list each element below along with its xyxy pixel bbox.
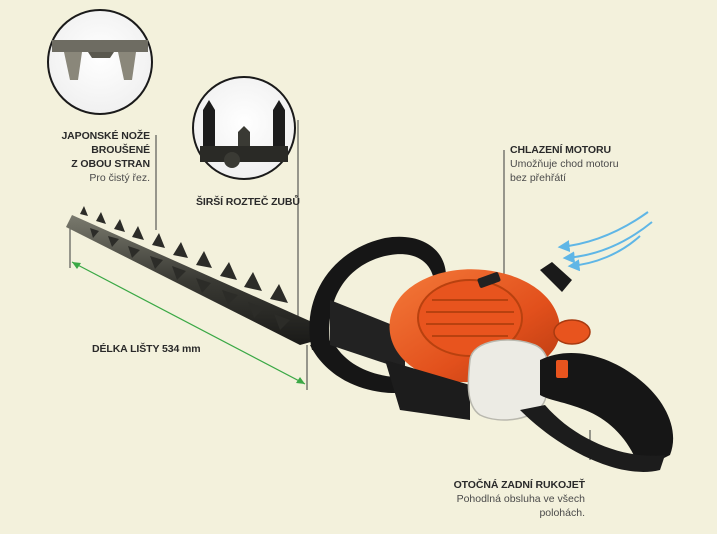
trigger-lockout xyxy=(556,360,568,378)
blade-closeup-icon xyxy=(47,9,153,115)
callout-japanese-blades: JAPONSKÉ NOŽE BROUŠENÉ Z OBOU STRAN Pro … xyxy=(40,129,150,185)
callout-rear-handle-desc-2: polohách. xyxy=(539,507,585,519)
cutting-blade xyxy=(66,206,318,345)
callout-engine-cooling-desc-1: Umožňuje chod motoru xyxy=(510,158,619,170)
callout-engine-cooling-desc-2: bez přehřátí xyxy=(510,172,567,184)
bar-length-measure-line xyxy=(71,261,306,385)
callout-engine-cooling-title: CHLAZENÍ MOTORU xyxy=(510,144,611,156)
callout-bar-length: DÉLKA LIŠTY 534 mm xyxy=(92,342,201,356)
callout-japanese-blades-title-1: JAPONSKÉ NOŽE xyxy=(61,130,150,142)
callout-japanese-blades-desc: Pro čistý řez. xyxy=(89,172,150,184)
rear-handle xyxy=(540,352,674,470)
fuel-tank xyxy=(467,339,551,421)
callout-rear-handle-desc-1: Pohodlná obsluha ve všech xyxy=(456,493,585,505)
callout-engine-cooling: CHLAZENÍ MOTORU Umožňuje chod motoru bez… xyxy=(510,143,619,185)
callout-tooth-spacing-title: ŠIRŠÍ ROZTEČ ZUBŮ xyxy=(196,196,300,208)
tooth-spacing-closeup-icon xyxy=(192,76,296,180)
callout-tooth-spacing: ŠIRŠÍ ROZTEČ ZUBŮ xyxy=(196,195,300,209)
fuel-cap xyxy=(553,319,591,345)
callout-japanese-blades-title-2: BROUŠENÉ xyxy=(91,144,150,156)
measure-arrow-left-icon xyxy=(72,262,81,269)
callout-rear-handle-title: OTOČNÁ ZADNÍ RUKOJEŤ xyxy=(453,479,586,491)
measure-arrow-right-icon xyxy=(296,377,305,384)
callout-bar-length-title: DÉLKA LIŠTY 534 mm xyxy=(92,343,201,355)
callout-rear-handle: OTOČNÁ ZADNÍ RUKOJEŤ Pohodlná obsluha ve… xyxy=(430,478,586,520)
hand-guard xyxy=(330,300,405,370)
front-handle xyxy=(309,236,446,350)
airflow-arrows-icon xyxy=(557,211,653,272)
callout-japanese-blades-title-3: Z OBOU STRAN xyxy=(71,158,150,170)
